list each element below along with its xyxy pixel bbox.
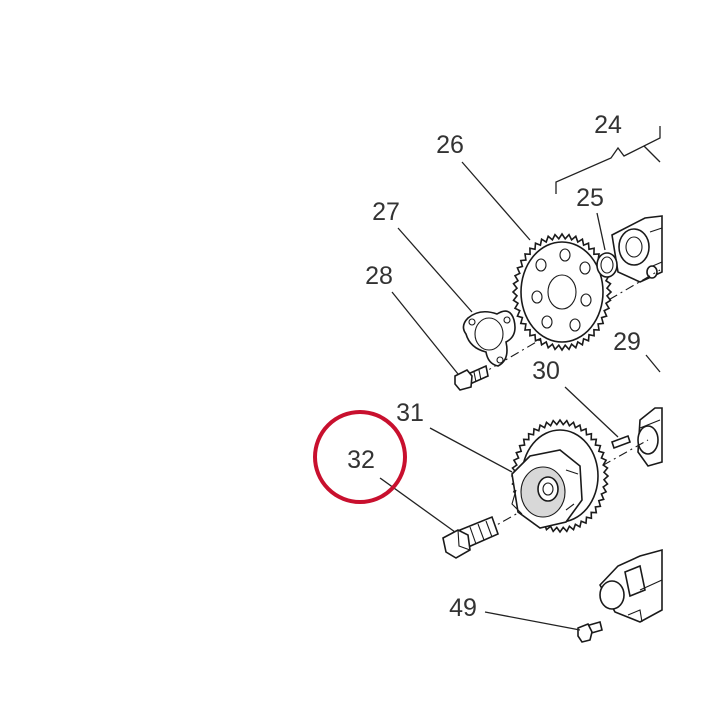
leader-line-25: [596, 212, 606, 251]
o-ring-part-25: [596, 252, 618, 278]
camshaft-housing-lower: [599, 548, 663, 623]
callout-24: 24: [594, 111, 622, 139]
plate-part-27: [462, 310, 516, 367]
leader-line-28: [391, 291, 459, 375]
pin-part-30: [610, 434, 632, 450]
callout-31: 31: [396, 399, 424, 427]
camshaft-housing-middle: [637, 407, 663, 467]
callout-28: 28: [365, 262, 393, 290]
leader-line-24: [643, 145, 661, 163]
leader-line-32: [379, 477, 456, 533]
callout-26: 26: [436, 131, 464, 159]
bolt-part-32: [442, 515, 500, 559]
leader-line-30: [564, 386, 619, 438]
assembly-axis-upper: [477, 269, 661, 377]
highlight-circle: [313, 410, 407, 504]
screw-part-49: [577, 621, 603, 643]
leader-line-27: [397, 227, 473, 313]
callout-25: 25: [576, 184, 604, 212]
callout-27: 27: [372, 198, 400, 226]
sprocket-hub-part-31: [510, 418, 610, 534]
callout-32: 32: [347, 446, 375, 474]
group-bracket-24: [555, 126, 661, 194]
leader-line-31: [429, 427, 513, 473]
bolt-part-28: [454, 364, 489, 391]
leader-line-49: [484, 611, 581, 631]
sprocket-part-26: [511, 232, 613, 352]
callout-49: 49: [449, 594, 477, 622]
leader-line-26: [461, 161, 531, 241]
leader-line-29: [645, 354, 661, 373]
camshaft-housing-upper: [611, 215, 663, 283]
callout-30: 30: [532, 357, 560, 385]
callout-29: 29: [613, 328, 641, 356]
